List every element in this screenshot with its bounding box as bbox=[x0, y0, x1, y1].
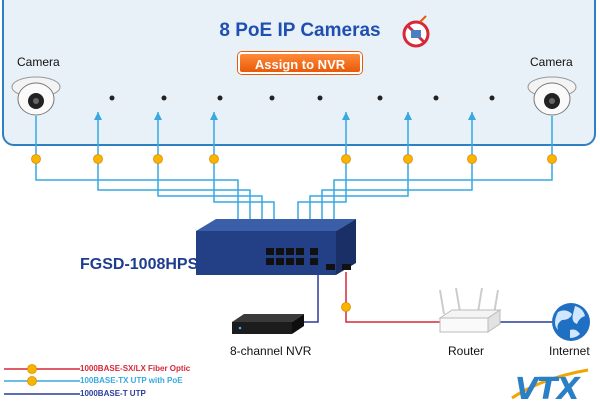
internet-globe-icon bbox=[552, 303, 590, 341]
camera-left-icon bbox=[11, 76, 61, 116]
no-power-adapter-icon bbox=[402, 15, 430, 48]
nvr-label: 8-channel NVR bbox=[230, 344, 312, 358]
camera-slot-dots bbox=[109, 95, 495, 101]
legend-poe-label: 100BASE-TX UTP with PoE bbox=[80, 376, 183, 385]
vtx-logo-swoosh bbox=[511, 368, 589, 400]
camera-right-label: Camera bbox=[530, 55, 573, 69]
fiber-cable bbox=[345, 272, 440, 323]
router-label: Router bbox=[448, 344, 485, 358]
fiber-badge bbox=[341, 302, 351, 312]
poe-cables bbox=[35, 112, 553, 220]
router-icon bbox=[438, 287, 502, 333]
assign-to-nvr-button[interactable]: Assign to NVR bbox=[238, 52, 362, 74]
legend-lines bbox=[4, 364, 80, 395]
nvr-uplink-cable bbox=[298, 272, 319, 323]
poe-arrows bbox=[94, 112, 476, 120]
legend-fiber-label: 1000BASE-SX/LX Fiber Optic bbox=[80, 364, 191, 373]
poe-badges bbox=[31, 154, 557, 164]
camera-right-icon bbox=[527, 76, 577, 116]
internet-label: Internet bbox=[549, 344, 590, 358]
legend-utp-label: 1000BASE-T UTP bbox=[80, 389, 146, 398]
vtx-logo: VTX bbox=[515, 372, 580, 407]
nvr-device-icon bbox=[232, 314, 304, 334]
camera-left-label: Camera bbox=[17, 55, 60, 69]
page-title: 8 PoE IP Cameras bbox=[219, 20, 381, 41]
switch-model-label: FGSD-1008HPS bbox=[80, 256, 199, 273]
poe-switch bbox=[196, 219, 356, 275]
